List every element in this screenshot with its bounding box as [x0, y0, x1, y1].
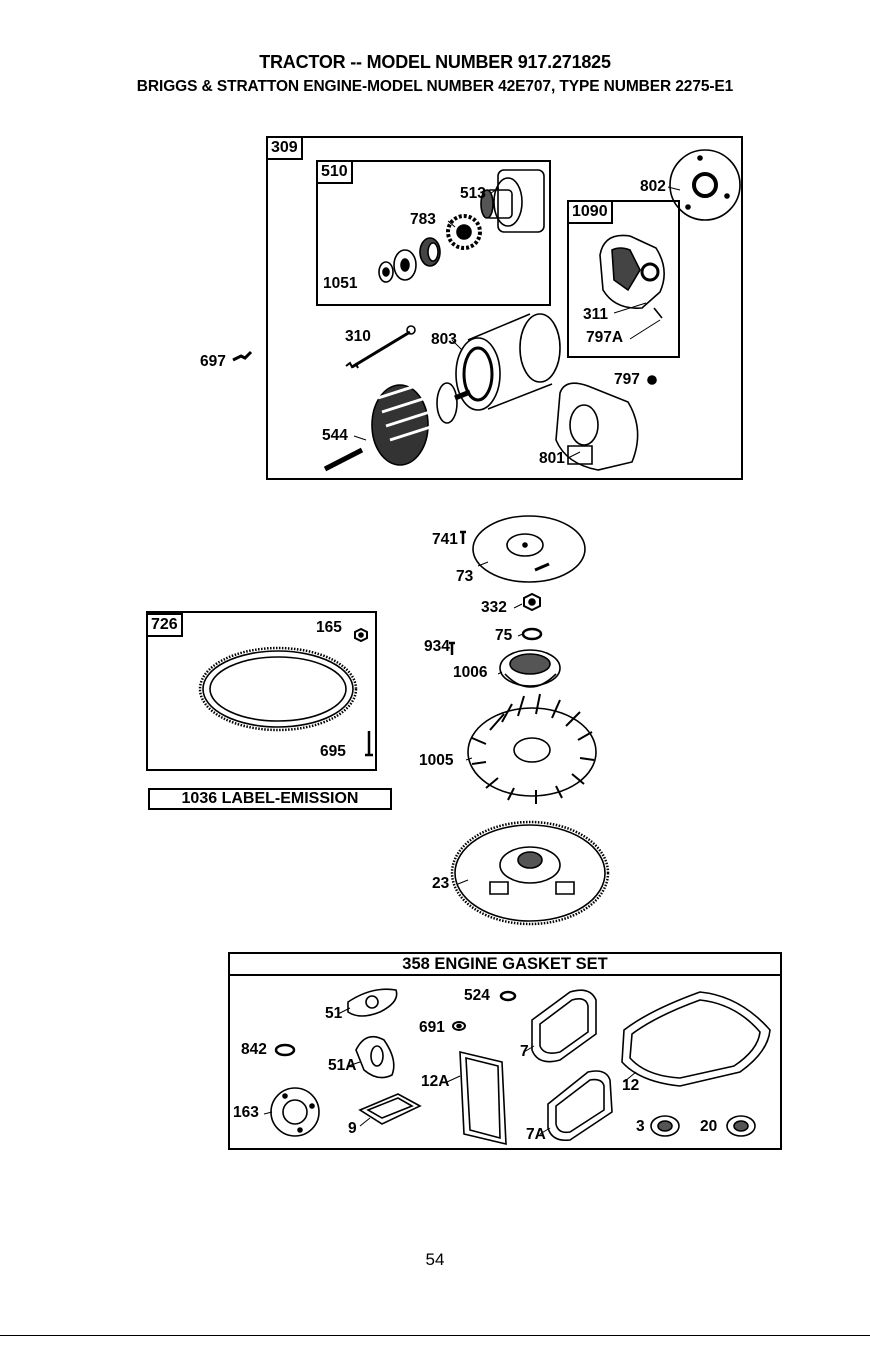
bottom-rule	[0, 1335, 870, 1336]
part-label-7: 7	[520, 1044, 529, 1060]
seal-524-drawing	[501, 992, 515, 1000]
part-label-691: 691	[419, 1020, 445, 1036]
part-label-9: 9	[348, 1121, 357, 1137]
seal-691-drawing	[453, 1022, 465, 1030]
page-number: 54	[0, 1250, 870, 1270]
part-label-51: 51	[325, 1006, 342, 1022]
seal-20-drawing	[727, 1116, 755, 1136]
seal-3-drawing	[651, 1116, 679, 1136]
gasket-51a-drawing	[356, 1037, 394, 1078]
gasket-51-drawing	[348, 989, 397, 1016]
part-label-12a: 12A	[421, 1074, 449, 1090]
part-label-51a: 51A	[328, 1058, 356, 1074]
gasket-12-drawing	[622, 992, 770, 1086]
gasket-set-drawing	[0, 0, 870, 1160]
part-label-20: 20	[700, 1119, 717, 1135]
seal-842-drawing	[276, 1045, 294, 1055]
part-label-842: 842	[241, 1042, 267, 1058]
part-label-524: 524	[464, 988, 490, 1004]
part-label-3: 3	[636, 1119, 645, 1135]
part-label-163: 163	[233, 1105, 259, 1121]
part-label-12: 12	[622, 1078, 639, 1094]
part-label-7a: 7A	[526, 1127, 546, 1143]
gasket-163-drawing	[271, 1088, 319, 1136]
